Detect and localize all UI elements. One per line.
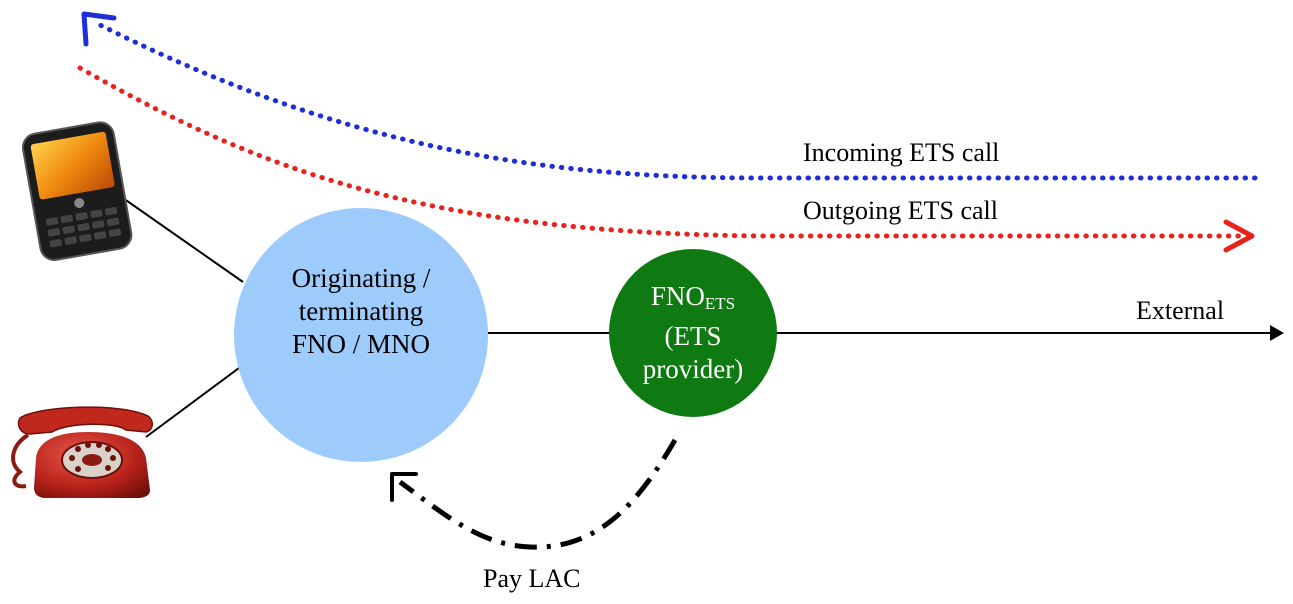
ets-provider-node <box>609 249 777 417</box>
provider-name: FNOETS <box>613 280 773 320</box>
external-arrowhead <box>1270 325 1284 341</box>
provider-name-main: FNO <box>650 281 705 311</box>
originating-line-1: Originating / <box>291 263 431 293</box>
originating-line-2: terminating <box>298 296 424 326</box>
ets-provider-label: FNOETS (ETS provider) <box>613 280 773 386</box>
outgoing-call-arrowhead <box>1223 219 1255 253</box>
mobile-phone-icon <box>21 121 133 261</box>
pay-lac-label: Pay LAC <box>483 564 581 593</box>
pay-lac-arrowhead <box>390 472 418 502</box>
rotary-telephone-icon <box>11 406 153 498</box>
originating-operator-node <box>234 208 488 462</box>
provider-name-sub: ETS <box>704 294 736 313</box>
outgoing-call-path <box>77 65 1248 239</box>
originating-operator-label: Originating / terminating FNO / MNO <box>241 262 481 361</box>
outgoing-call-label: Outgoing ETS call <box>803 196 998 225</box>
incoming-call-path <box>97 22 1258 181</box>
landline-link-line <box>145 364 244 438</box>
provider-line-2: provider) <box>642 354 744 384</box>
incoming-call-label: Incoming ETS call <box>803 138 1000 167</box>
provider-line-1: (ETS <box>664 321 722 351</box>
incoming-call-arrowhead <box>81 11 117 47</box>
pay-lac-path <box>398 438 678 550</box>
external-label: External <box>1136 296 1225 325</box>
originating-line-3: FNO / MNO <box>291 329 431 359</box>
